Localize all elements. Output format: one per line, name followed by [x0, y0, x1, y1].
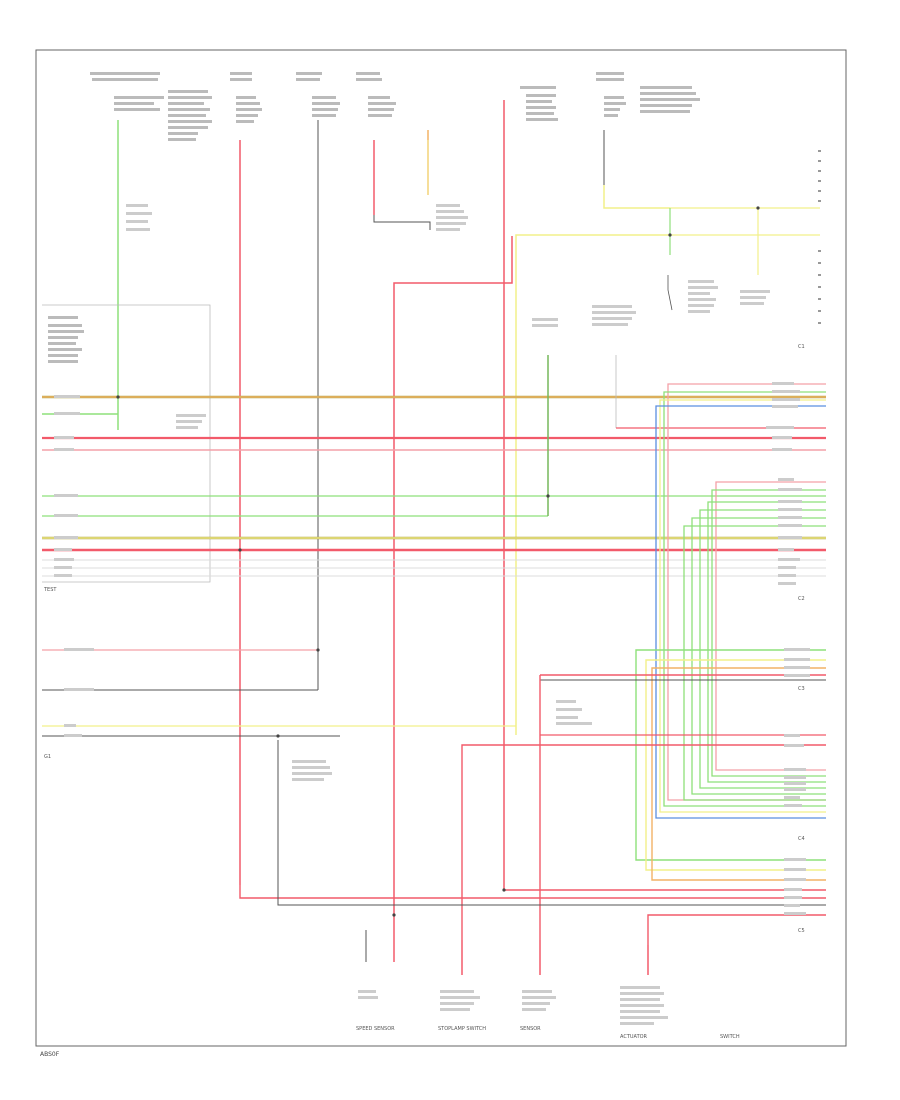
test-connector: TEST: [42, 304, 211, 593]
splice-dots: [116, 206, 760, 917]
c3-wires: [239, 649, 826, 945]
lower-left-wires: [42, 649, 516, 737]
wire-label-blocks: [54, 204, 810, 1025]
vertical-wires: [117, 100, 670, 915]
c1-title: C1: [798, 344, 805, 350]
bottom-label-2: STOPLAMP SWITCH: [438, 1026, 486, 1032]
diagram-frame: [35, 49, 847, 1047]
footer-code: ABS0F: [40, 1051, 60, 1058]
c5-title: C5: [798, 928, 805, 934]
right-c1-wires: [547, 207, 826, 516]
bottom-label-3: SENSOR: [520, 1026, 541, 1032]
bottom-label-1: SPEED SENSOR: [356, 1026, 395, 1032]
bottom-stubs: [365, 915, 649, 975]
top-connector-blocks: [90, 72, 700, 141]
test-label: TEST: [43, 587, 57, 593]
connector-titles: C1 C2 C3 C4 C5 G1: [44, 344, 805, 934]
c4-title: C4: [798, 836, 805, 842]
c2-title: C2: [798, 596, 805, 602]
bus-wires: [42, 395, 826, 577]
bottom-label-4: ACTUATOR: [620, 1034, 648, 1040]
bottom-component-labels: SPEED SENSOR STOPLAMP SWITCH SENSOR ACTU…: [356, 1026, 740, 1040]
ground-title: G1: [44, 754, 51, 760]
bottom-label-5: SWITCH: [720, 1034, 740, 1040]
right-pin-marks: [818, 150, 821, 324]
right-bundle: [655, 383, 826, 819]
c3-title: C3: [798, 686, 805, 692]
